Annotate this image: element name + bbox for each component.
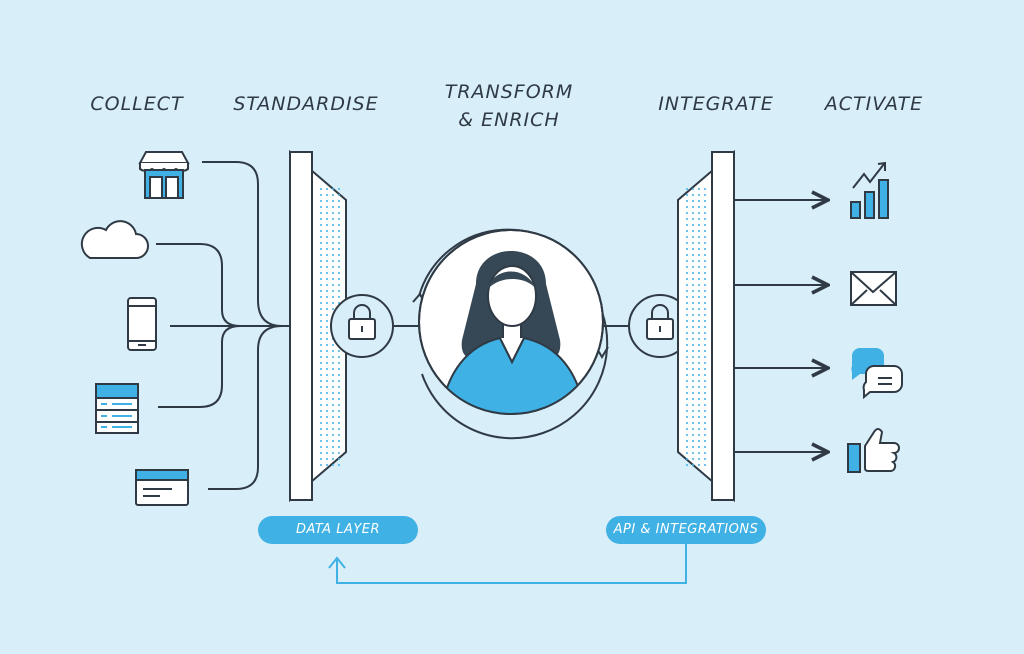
mobile-icon <box>127 297 157 351</box>
server-icon <box>95 383 139 434</box>
integrate-panel <box>677 149 735 503</box>
stage-label-integrate: INTEGRATE <box>658 93 774 115</box>
lock-icon <box>330 294 420 358</box>
stage-label-activate: ACTIVATE <box>824 93 924 115</box>
cloud-icon <box>80 220 149 259</box>
stage-label-transform-line1: TRANSFORM <box>444 81 574 103</box>
standardise-panel <box>289 149 347 503</box>
thumbs-up-icon <box>847 428 900 473</box>
chat-icon <box>851 348 903 400</box>
feedback-loop-arrow <box>328 544 687 584</box>
activate-arrows <box>734 200 828 452</box>
stage-label-transform-line2: & ENRICH <box>458 109 560 131</box>
stage-label-collect: COLLECT <box>90 93 184 115</box>
store-icon <box>138 151 190 199</box>
api-integrations-badge: API & INTEGRATIONS <box>606 516 766 544</box>
person-icon <box>418 229 604 415</box>
browser-icon <box>135 469 189 506</box>
mail-icon <box>850 271 897 306</box>
bar-chart-icon <box>850 161 889 219</box>
stage-label-standardise: STANDARDISE <box>233 93 379 115</box>
collect-connectors <box>156 161 290 490</box>
data-layer-badge: DATA LAYER <box>258 516 418 544</box>
